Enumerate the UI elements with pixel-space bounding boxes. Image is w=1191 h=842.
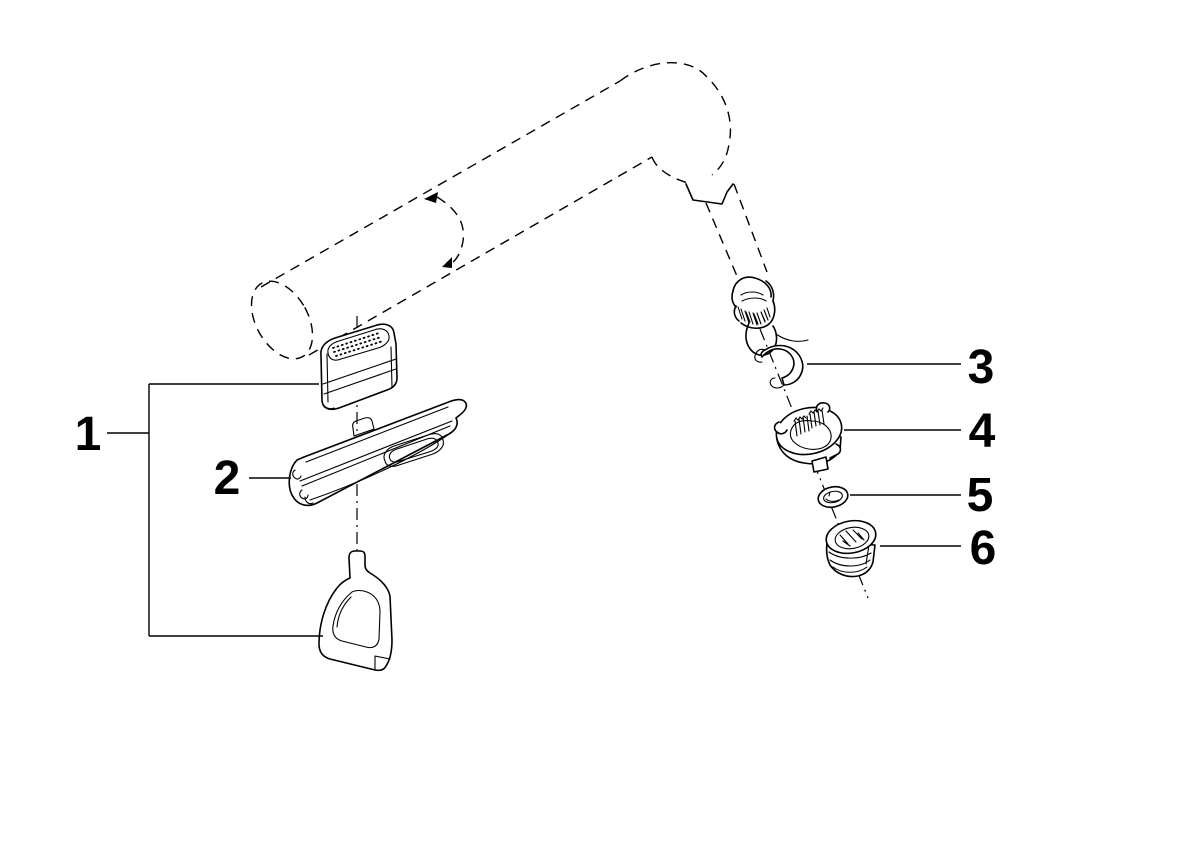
insert-inner-hatch — [839, 529, 865, 547]
callout-label-6: 6 — [970, 522, 997, 575]
cover-slot — [383, 433, 444, 467]
cover-rims — [299, 406, 453, 501]
spout-top-edge — [260, 80, 621, 288]
callout-bracket-1 — [107, 383, 323, 637]
spray-wand-connector — [685, 183, 809, 357]
clip-body — [760, 344, 804, 386]
tip-curl — [775, 333, 809, 342]
outlet-step — [685, 183, 734, 205]
gasket-outline — [318, 550, 393, 672]
joint-arrow-top — [424, 192, 438, 203]
callout-label-1: 1 — [75, 408, 102, 461]
part-washer — [817, 485, 849, 509]
knurl-hatching — [737, 306, 771, 326]
part-cover — [288, 398, 468, 507]
washer-detail — [825, 491, 840, 502]
spray-face-nozzle-dots — [332, 332, 384, 357]
cover-clips — [292, 469, 314, 505]
callout-label-4: 4 — [969, 405, 996, 458]
cover-tab — [352, 417, 375, 437]
spray-face-top-ring — [327, 328, 390, 361]
part-retaining-clip — [754, 344, 804, 389]
insert-threads — [828, 544, 872, 573]
spout-joint-arc — [436, 196, 465, 267]
callout-label-3: 3 — [968, 341, 995, 394]
washer-outer — [817, 485, 849, 509]
part-spray-face — [320, 323, 398, 411]
collar-top-rim — [732, 276, 772, 298]
part-threaded-insert — [825, 519, 877, 578]
cover-hull — [288, 398, 468, 507]
ring-ears — [773, 402, 842, 459]
ring-opening — [789, 420, 832, 450]
collar-flats — [740, 291, 767, 302]
wand-left-edge — [705, 202, 743, 289]
knurl-band — [731, 290, 776, 330]
spout-bottom-edge — [308, 156, 653, 356]
callout-label-5: 5 — [967, 469, 994, 522]
head-outer-curve — [619, 62, 732, 176]
head-inner-curve — [651, 156, 689, 184]
part-gasket — [318, 550, 393, 672]
faucet-spout-phantom — [250, 62, 768, 360]
spray-face-panel-lines — [321, 346, 397, 410]
wand-right-edge — [733, 183, 768, 273]
collar-right-bulge — [765, 280, 775, 302]
gasket-detail — [336, 596, 391, 670]
joint-arrow-bottom — [442, 257, 452, 268]
washer-inner — [823, 490, 843, 504]
clip-end-hooks — [754, 348, 785, 389]
insert-inner-rim — [834, 526, 870, 550]
ring-teeth — [793, 407, 825, 437]
gasket-opening — [332, 589, 381, 649]
callout-label-2: 2 — [214, 452, 241, 505]
ring-bottom-tab — [811, 456, 829, 473]
spout-end-ellipse — [250, 280, 314, 360]
spray-face-body — [320, 323, 398, 411]
part-toothed-ring — [773, 402, 843, 473]
